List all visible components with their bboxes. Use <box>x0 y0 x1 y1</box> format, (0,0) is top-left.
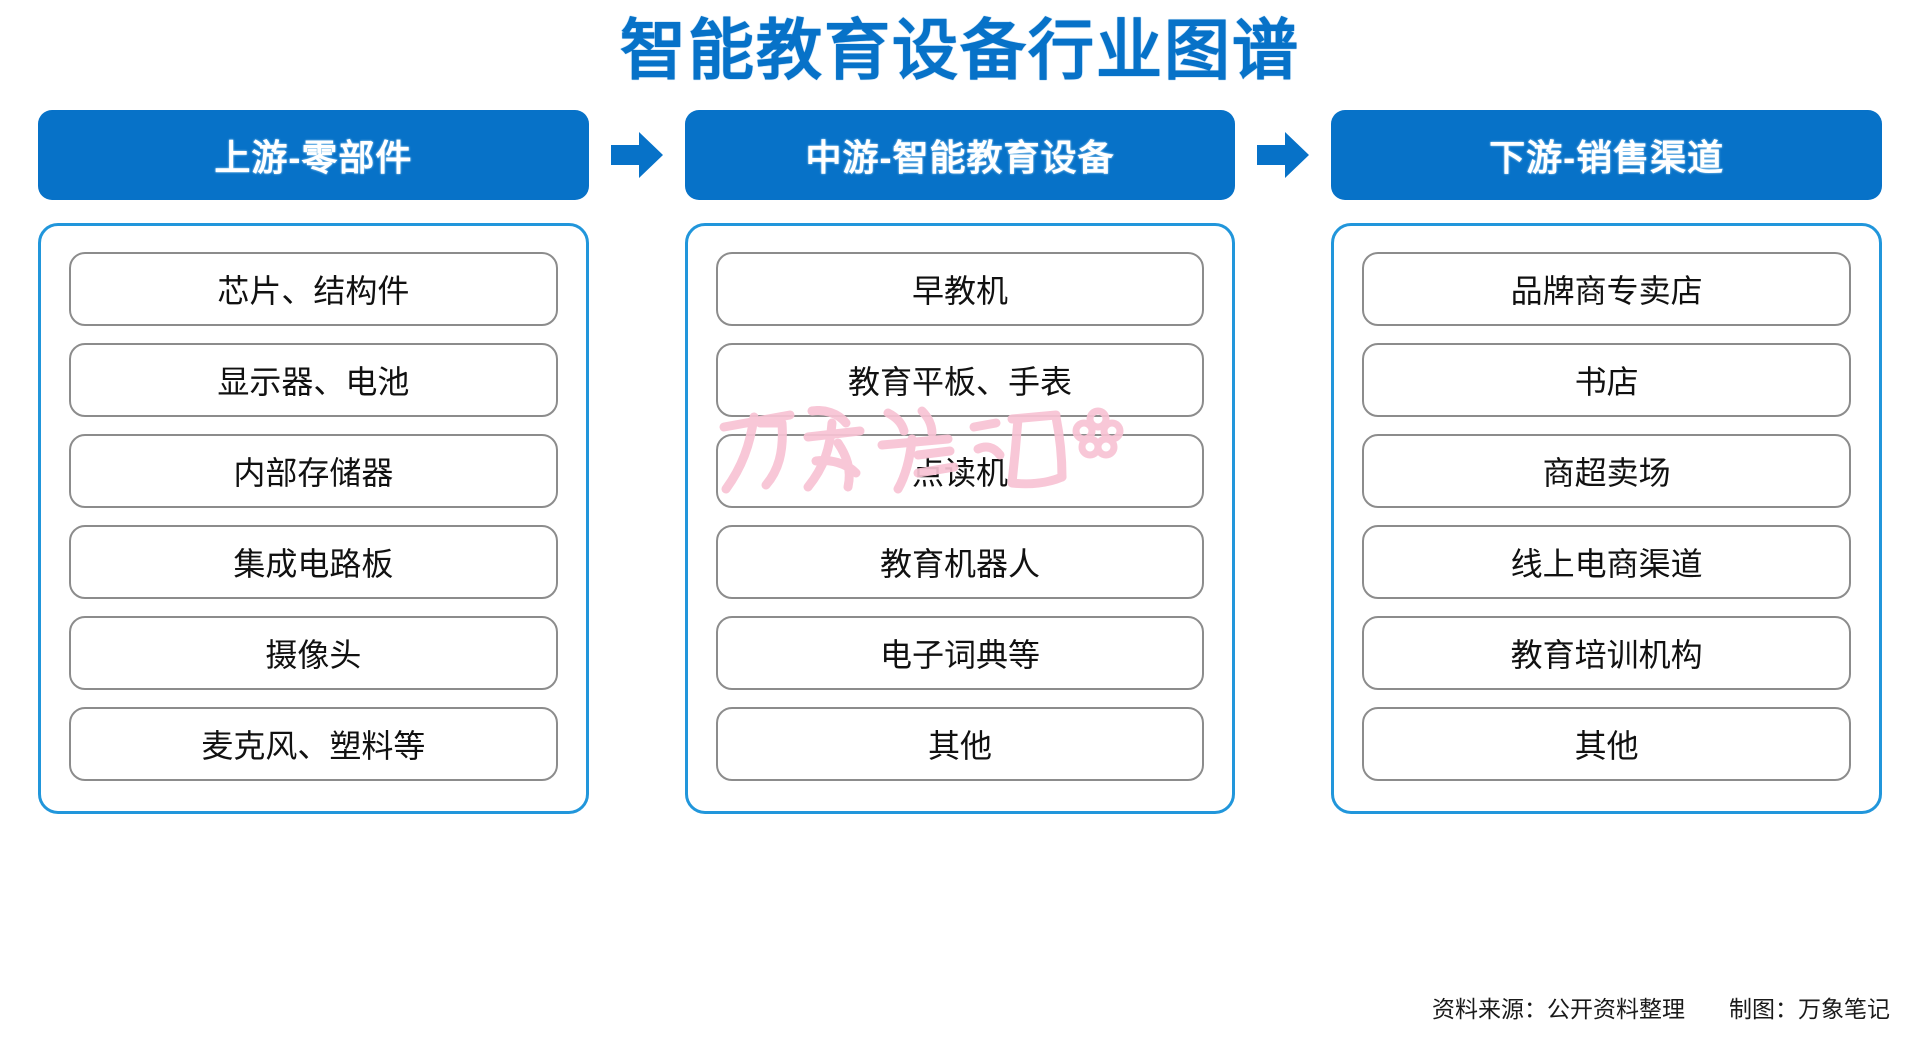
column-midstream: 中游-智能教育设备 早教机 教育平板、手表 点读机 教育机器人 电子词典等 其他 <box>684 110 1236 814</box>
list-item[interactable]: 其他 <box>1362 707 1852 781</box>
column-upstream: 上游-零部件 芯片、结构件 显示器、电池 内部存储器 集成电路板 摄像头 麦克风… <box>38 110 589 814</box>
items-panel-downstream: 品牌商专卖店 书店 商超卖场 线上电商渠道 教育培训机构 其他 <box>1331 223 1883 814</box>
stage-header-upstream[interactable]: 上游-零部件 <box>38 110 589 200</box>
list-item[interactable]: 品牌商专卖店 <box>1362 252 1852 326</box>
value-chain-columns: 上游-零部件 芯片、结构件 显示器、电池 内部存储器 集成电路板 摄像头 麦克风… <box>0 110 1920 990</box>
list-item[interactable]: 内部存储器 <box>69 434 558 508</box>
list-item[interactable]: 麦克风、塑料等 <box>69 707 558 781</box>
list-item[interactable]: 显示器、电池 <box>69 343 558 417</box>
arrow-right-icon <box>1257 132 1310 178</box>
arrow-slot-2 <box>1235 110 1331 200</box>
list-item[interactable]: 教育机器人 <box>715 525 1205 599</box>
list-item[interactable]: 线上电商渠道 <box>1362 525 1852 599</box>
items-panel-upstream: 芯片、结构件 显示器、电池 内部存储器 集成电路板 摄像头 麦克风、塑料等 <box>38 223 589 814</box>
list-item[interactable]: 早教机 <box>715 252 1205 326</box>
title-container: 智能教育设备行业图谱 <box>0 0 1920 100</box>
list-item[interactable]: 电子词典等 <box>715 616 1205 690</box>
list-item[interactable]: 集成电路板 <box>69 525 558 599</box>
list-item[interactable]: 商超卖场 <box>1362 434 1852 508</box>
list-item[interactable]: 芯片、结构件 <box>69 252 558 326</box>
list-item[interactable]: 摄像头 <box>69 616 558 690</box>
arrow-slot-1 <box>589 110 685 200</box>
column-downstream: 下游-销售渠道 品牌商专卖店 书店 商超卖场 线上电商渠道 教育培训机构 其他 <box>1331 110 1883 814</box>
stage-header-downstream[interactable]: 下游-销售渠道 <box>1331 110 1883 200</box>
list-item[interactable]: 教育培训机构 <box>1362 616 1852 690</box>
list-item[interactable]: 教育平板、手表 <box>715 343 1205 417</box>
list-item[interactable]: 点读机 <box>715 434 1205 508</box>
footer: 资料来源：公开资料整理 制图：万象笔记 <box>1432 990 1890 1024</box>
list-item[interactable]: 书店 <box>1362 343 1852 417</box>
list-item[interactable]: 其他 <box>715 707 1205 781</box>
arrow-right-icon <box>610 132 663 178</box>
footer-credit: 制图：万象笔记 <box>1729 996 1890 1022</box>
page-title: 智能教育设备行业图谱 <box>620 13 1300 87</box>
items-panel-midstream: 早教机 教育平板、手表 点读机 教育机器人 电子词典等 其他 <box>684 223 1236 814</box>
footer-source: 资料来源：公开资料整理 <box>1432 996 1685 1022</box>
stage-header-midstream[interactable]: 中游-智能教育设备 <box>684 110 1236 200</box>
